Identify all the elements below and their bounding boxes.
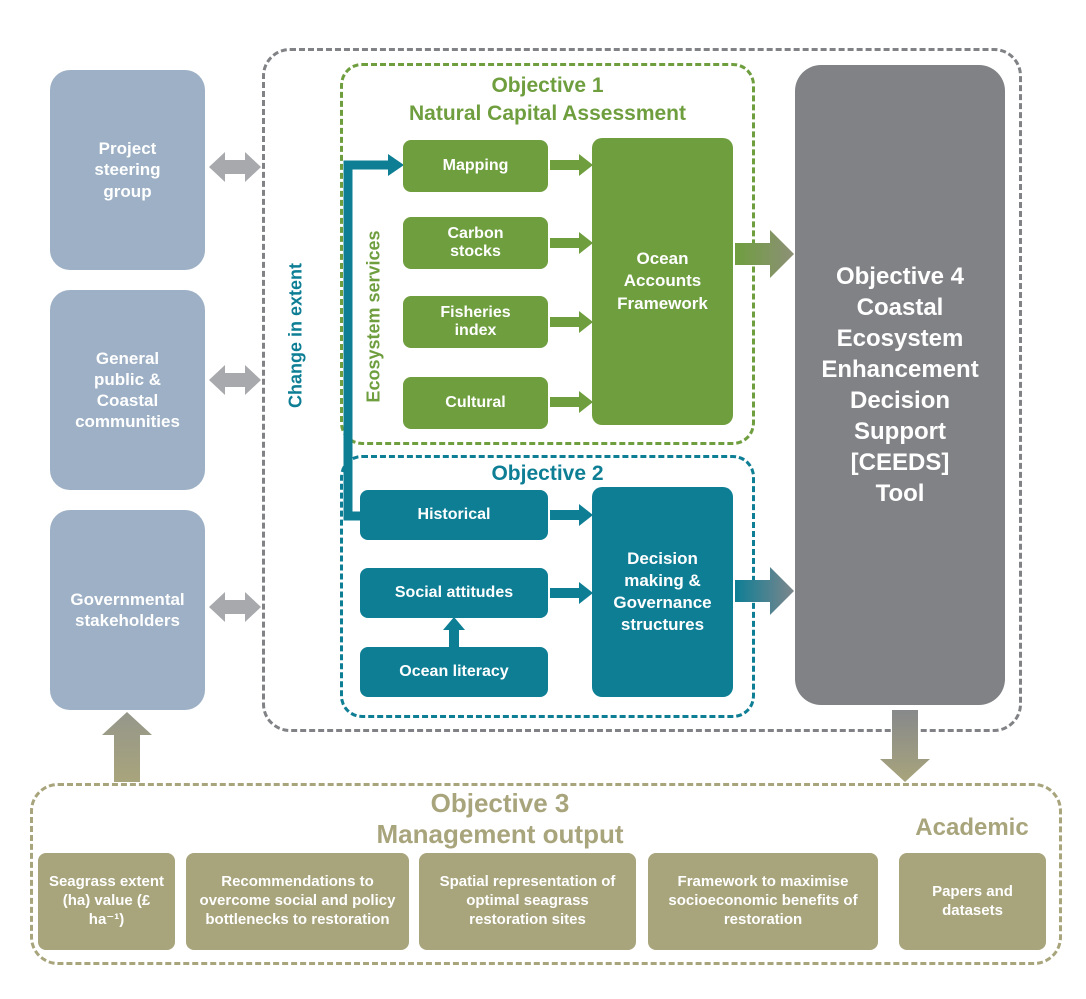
- arrow-obj4-to-obj3: [880, 710, 930, 782]
- decision-making-governance-box: Decision making & Governance structures: [592, 487, 733, 697]
- double-arrow-general-public: [209, 365, 261, 395]
- objective3-title-line1: Objective 3: [430, 788, 570, 818]
- output-framework-socioeconomic: Framework to maximise socioeconomic bene…: [648, 853, 878, 950]
- output-label: Decision making & Governance structures: [613, 548, 712, 635]
- objective3-panel: [30, 783, 1062, 965]
- stakeholder-general-public: General public & Coastal communities: [50, 290, 205, 490]
- objective1-item-carbon-stocks: Carbon stocks: [403, 217, 548, 269]
- arrow-ocean-literacy-to-social: [443, 617, 465, 647]
- objective1-title-line1: Objective 1: [491, 74, 604, 97]
- objective4-line: Support: [854, 418, 946, 445]
- objective4-line: Decision: [849, 387, 951, 414]
- item-label: Social attitudes: [394, 584, 514, 601]
- objective4-line: Enhancement: [821, 356, 979, 383]
- stakeholder-label: Governmental stakeholders: [70, 589, 185, 630]
- output-label: Recommendations to overcome social and p…: [199, 873, 396, 928]
- ecosystem-services-label: Ecosystem services: [363, 230, 384, 403]
- ocean-accounts-framework-box: Ocean Accounts Framework: [592, 138, 733, 425]
- arrow-change-in-extent-head: [388, 154, 404, 176]
- objective1-title-line2: Natural Capital Assessment: [409, 102, 686, 125]
- objective3-title-line2: Management output: [376, 819, 624, 849]
- objective4-line: Ecosystem: [836, 325, 964, 352]
- central-framework-panel: [262, 48, 1022, 732]
- objective2-item-historical: Historical: [360, 490, 548, 540]
- academic-label: Academic: [915, 814, 1029, 841]
- item-label: Ocean literacy: [399, 663, 509, 680]
- output-label: Ocean Accounts Framework: [617, 249, 708, 313]
- arrow-change-in-extent: [343, 160, 389, 521]
- objective4-line: Objective 4: [835, 263, 965, 290]
- objective2-title: Objective 2: [491, 462, 604, 485]
- output-label: Seagrass extent (ha) value (£ ha⁻¹): [48, 873, 165, 928]
- objective2-item-social-attitudes: Social attitudes: [360, 568, 548, 618]
- output-papers-datasets: Papers and datasets: [899, 853, 1046, 950]
- arrow-ocean-accounts-to-obj4: [735, 230, 794, 278]
- arrow-obj3-to-governmental: [102, 712, 152, 782]
- arrow-cultural-to-ocean-accounts: [550, 391, 593, 413]
- double-arrow-governmental: [209, 592, 261, 622]
- output-label: Framework to maximise socioeconomic bene…: [668, 873, 858, 928]
- output-spatial-representation: Spatial representation of optimal seagra…: [419, 853, 636, 950]
- arrow-mapping-to-ocean-accounts: [550, 154, 593, 176]
- stakeholder-project-steering-group: Project steering group: [50, 70, 205, 270]
- objective4-ceeds-tool-box: Objective 4 Coastal Ecosystem Enhancemen…: [795, 65, 1005, 705]
- double-arrow-steering-group: [209, 152, 261, 182]
- arrow-historical-to-decision: [550, 504, 593, 526]
- item-label: Carbon stocks: [447, 224, 504, 260]
- change-in-extent-label: Change in extent: [285, 262, 306, 409]
- item-label: Cultural: [445, 393, 506, 411]
- arrow-carbon-to-ocean-accounts: [550, 232, 593, 254]
- output-recommendations: Recommendations to overcome social and p…: [186, 853, 409, 950]
- objective4-line: Tool: [875, 480, 925, 507]
- item-label: Mapping: [442, 156, 509, 174]
- objective1-item-cultural: Cultural: [403, 377, 548, 429]
- item-label: Fisheries index: [440, 303, 511, 339]
- objective3-title: Objective 3 Management output: [30, 788, 970, 850]
- stakeholder-governmental: Governmental stakeholders: [50, 510, 205, 710]
- arrow-fisheries-to-ocean-accounts: [550, 311, 593, 333]
- objective1-item-mapping: Mapping: [403, 140, 548, 192]
- output-label: Papers and datasets: [932, 882, 1013, 919]
- output-seagrass-extent: Seagrass extent (ha) value (£ ha⁻¹): [38, 853, 175, 950]
- stakeholder-label: General public & Coastal communities: [75, 348, 180, 432]
- objective4-line: Coastal: [856, 294, 944, 321]
- output-label: Spatial representation of optimal seagra…: [439, 873, 616, 928]
- arrow-decision-to-obj4: [735, 567, 794, 615]
- objective2-item-ocean-literacy: Ocean literacy: [360, 647, 548, 697]
- item-label: Historical: [417, 506, 491, 523]
- stakeholder-label: Project steering group: [94, 139, 161, 201]
- arrow-social-to-decision: [550, 582, 593, 604]
- objective4-line: [CEEDS]: [850, 449, 950, 476]
- objective1-title: Objective 1 Natural Capital Assessment: [340, 72, 755, 128]
- objective1-item-fisheries-index: Fisheries index: [403, 296, 548, 348]
